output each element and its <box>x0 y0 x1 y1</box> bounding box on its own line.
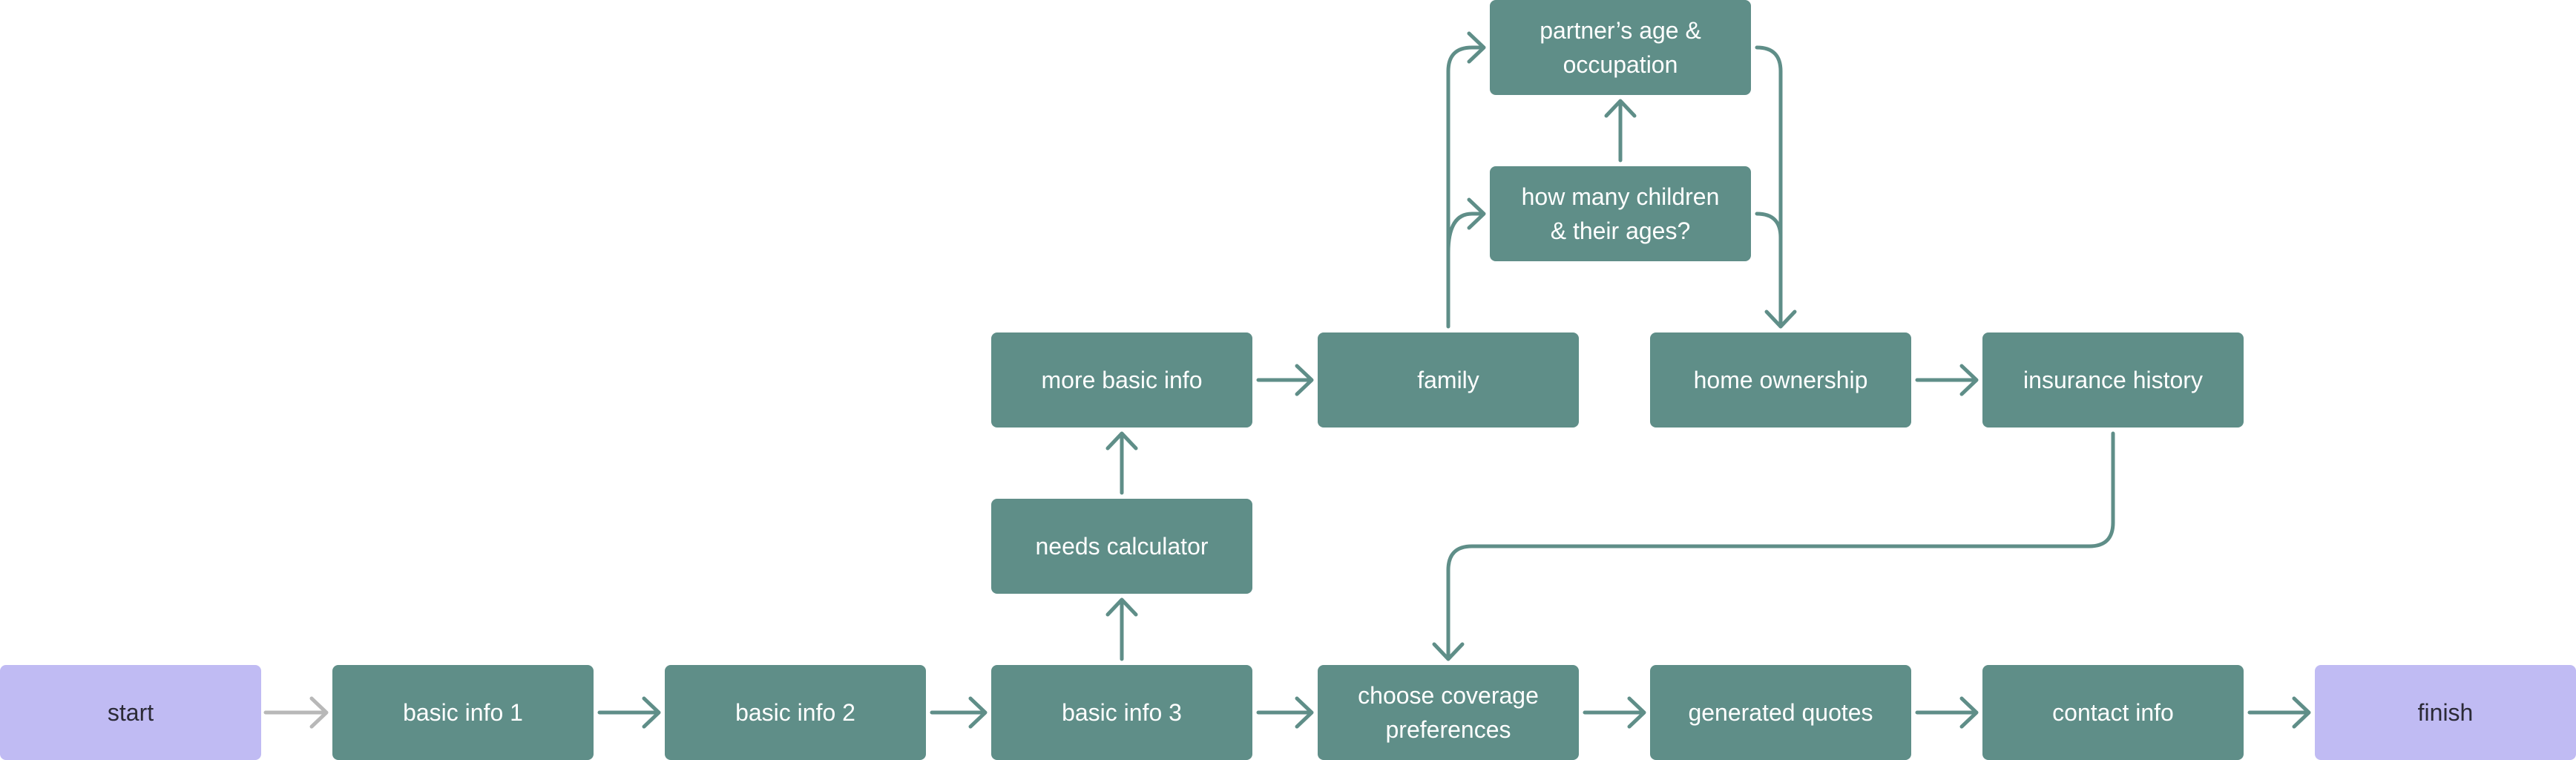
basic-info-2-label: basic info 2 <box>735 699 855 726</box>
start-label: start <box>107 699 154 726</box>
generated-quotes-node[interactable]: generated quotes <box>1650 665 1911 760</box>
connector-start-to-basic-info-1 <box>263 696 329 729</box>
contact-info-node[interactable]: contact info <box>1982 665 2244 760</box>
connector-family-to-partners-age <box>1446 31 1486 329</box>
basic-info-3-label: basic info 3 <box>1062 699 1182 726</box>
family-node[interactable]: family <box>1318 332 1579 428</box>
basic-info-2-node[interactable]: basic info 2 <box>665 665 926 760</box>
connector-children-to-partners-age <box>1604 99 1637 163</box>
basic-info-1-node[interactable]: basic info 1 <box>332 665 594 760</box>
connector-needs-calculator-to-more-basic-info <box>1105 431 1138 495</box>
home-ownership-node[interactable]: home ownership <box>1650 332 1911 428</box>
connector-basic-info-2-to-3 <box>930 696 988 729</box>
insurance-history-node[interactable]: insurance history <box>1982 332 2244 428</box>
more-basic-info-node[interactable]: more basic info <box>991 332 1252 428</box>
connector-home-ownership-to-insurance-history <box>1915 364 1979 396</box>
more-basic-info-label: more basic info <box>1041 367 1203 393</box>
generated-quotes-label: generated quotes <box>1688 699 1873 726</box>
connector-contact-to-finish <box>2247 696 2311 729</box>
family-label: family <box>1417 367 1479 393</box>
basic-info-3-node[interactable]: basic info 3 <box>991 665 1252 760</box>
children-ages-node[interactable]: how many children & their ages? <box>1490 166 1751 261</box>
connector-insurance-history-to-coverage <box>1432 431 2115 661</box>
children-ages-label: how many children & their ages? <box>1521 183 1720 244</box>
needs-calculator-label: needs calculator <box>1035 533 1209 560</box>
finish-label: finish <box>2417 699 2474 726</box>
connector-quotes-to-contact <box>1915 696 1979 729</box>
connector-coverage-to-quotes <box>1583 696 1646 729</box>
choose-coverage-preferences-node[interactable]: choose coverage preferences <box>1318 665 1579 760</box>
connector-partners-age-to-home-ownership <box>1755 45 1797 329</box>
home-ownership-label: home ownership <box>1693 367 1868 393</box>
partners-age-occupation-node[interactable]: partner’s age & occupation <box>1490 0 1751 95</box>
partners-age-occupation-label: partner’s age & occupation <box>1540 17 1701 78</box>
connector-children-to-home-ownership <box>1755 212 1783 240</box>
connector-family-to-children <box>1446 197 1486 255</box>
choose-coverage-preferences-label: choose coverage preferences <box>1358 682 1539 743</box>
connector-basic-info-1-to-2 <box>597 696 661 729</box>
insurance-history-label: insurance history <box>2023 367 2203 393</box>
connector-basic-info-3-to-coverage <box>1256 696 1314 729</box>
connector-more-basic-info-to-family <box>1256 364 1314 396</box>
start-node[interactable]: start <box>0 665 261 760</box>
connector-basic-info-3-to-needs-calculator <box>1105 597 1138 661</box>
contact-info-label: contact info <box>2052 699 2174 726</box>
needs-calculator-node[interactable]: needs calculator <box>991 499 1252 594</box>
basic-info-1-label: basic info 1 <box>403 699 523 726</box>
finish-node[interactable]: finish <box>2315 665 2576 760</box>
